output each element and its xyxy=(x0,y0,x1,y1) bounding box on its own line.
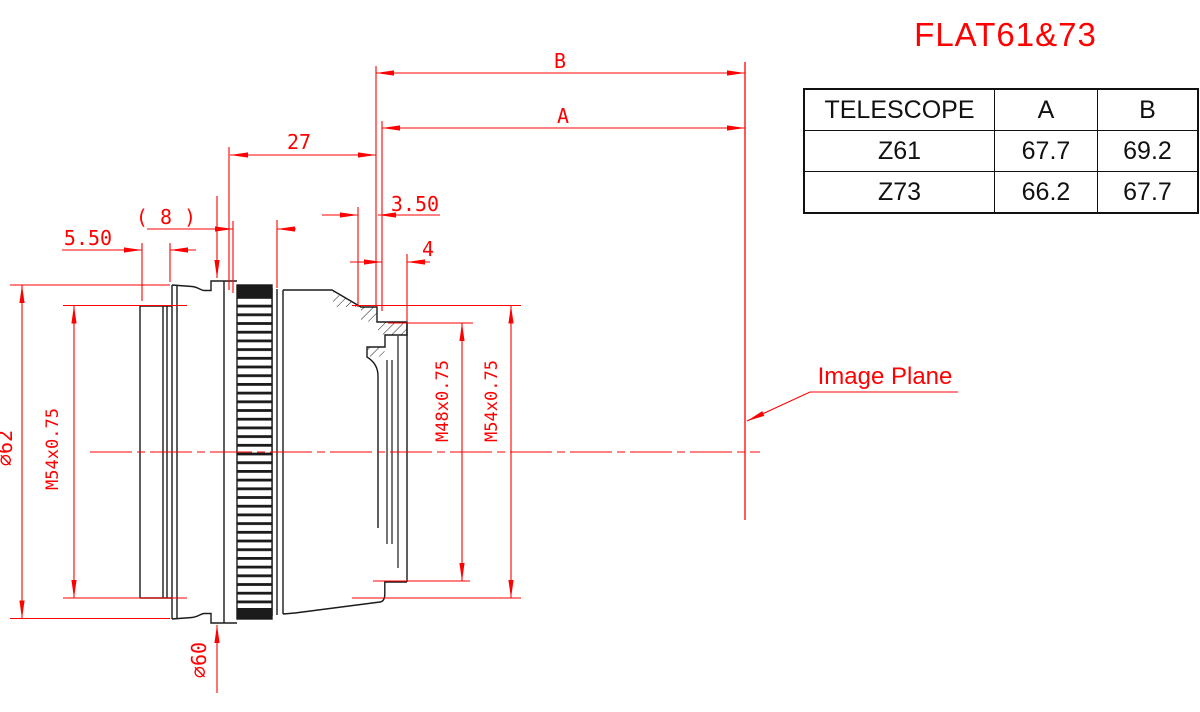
header-b: B xyxy=(1097,88,1199,131)
label-dia60: ∅60 xyxy=(187,642,211,678)
dimension-m48 xyxy=(373,322,473,582)
dimension-550 xyxy=(62,243,196,301)
dimension-labels: B A 27 ( 8 ) 5.50 3.50 4 ∅62 M54x0.75 M4… xyxy=(0,49,952,678)
label-m48: M48x0.75 xyxy=(433,360,453,442)
dimension-m54-rear xyxy=(352,304,521,599)
dimension-dia62 xyxy=(10,284,170,620)
dimension-B xyxy=(375,66,745,307)
section-hatching xyxy=(333,292,407,357)
label-550: 5.50 xyxy=(64,226,112,250)
cell-z73-a: 66.2 xyxy=(994,171,1098,214)
image-plane-label: Image Plane xyxy=(818,363,953,390)
housing-bottom-edge xyxy=(171,612,237,624)
cell-z61: Z61 xyxy=(803,130,995,172)
label-dia62: ∅62 xyxy=(0,430,17,466)
spec-table-header-row: TELESCOPE A B xyxy=(803,88,1199,131)
spec-table: TELESCOPE A B Z61 67.7 69.2 Z73 66.2 67.… xyxy=(803,88,1199,214)
label-4: 4 xyxy=(422,237,434,261)
label-350: 3.50 xyxy=(391,192,439,216)
dimension-m54-left xyxy=(63,304,187,599)
label-m54-rear: M54x0.75 xyxy=(482,360,502,442)
label-B: B xyxy=(554,49,566,73)
page-title: FLAT61&73 xyxy=(914,16,1097,53)
table-row: Z61 67.7 69.2 xyxy=(803,130,1199,172)
label-8: ( 8 ) xyxy=(136,205,196,229)
header-telescope: TELESCOPE xyxy=(803,88,995,131)
dimension-350 xyxy=(322,207,440,307)
cell-z61-b: 69.2 xyxy=(1097,130,1199,172)
cell-z61-a: 67.7 xyxy=(994,130,1098,172)
header-a: A xyxy=(994,88,1098,131)
housing-top-edge xyxy=(171,280,237,292)
rear-bottom-profile xyxy=(282,581,407,615)
label-m54-left: M54x0.75 xyxy=(43,408,63,490)
label-27: 27 xyxy=(287,130,311,154)
image-plane-leader xyxy=(746,391,958,422)
dimension-8 xyxy=(147,220,296,293)
cell-z73: Z73 xyxy=(803,171,995,214)
table-row: Z73 66.2 67.7 xyxy=(803,171,1199,214)
cell-z73-b: 67.7 xyxy=(1097,171,1199,214)
dimension-A xyxy=(381,121,745,311)
dimension-27 xyxy=(228,147,376,290)
label-A: A xyxy=(557,104,569,128)
dimension-lines xyxy=(10,62,958,693)
dimension-4 xyxy=(350,254,430,321)
